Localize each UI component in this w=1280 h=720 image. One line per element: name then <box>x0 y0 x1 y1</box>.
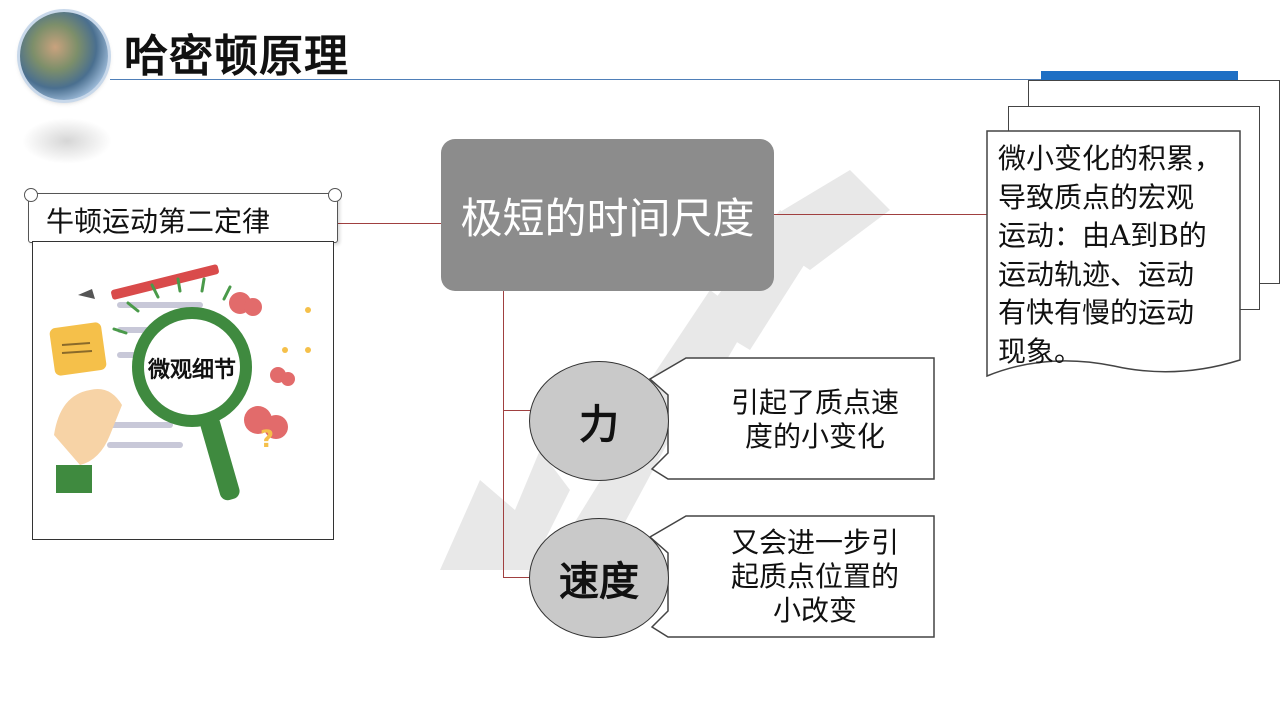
right-explanation: 微小变化的积累， 导致质点的宏观 运动：由A到B的 运动轨迹、运动 有快有慢的运… <box>998 142 1223 368</box>
svg-text:?: ? <box>260 425 274 453</box>
callout-2-text: 又会进一步引 起质点位置的 小改变 <box>730 526 899 627</box>
header-accent-bar <box>1041 71 1238 80</box>
connector-left <box>336 223 441 224</box>
logo-icon <box>20 12 108 100</box>
scroll-curl-right <box>328 188 342 202</box>
connector-right <box>774 214 988 215</box>
logo-shadow <box>22 118 112 164</box>
callout-1-badge: 力 <box>529 361 669 481</box>
scroll-banner <box>28 193 338 243</box>
banner-label: 牛顿运动第二定律 <box>46 205 271 238</box>
callout-2-badge: 速度 <box>529 518 669 638</box>
callout-1-shape <box>648 357 935 480</box>
magnifying-glass-illustration-icon: ? 微观细节 <box>49 264 311 501</box>
center-concept-box <box>441 139 774 291</box>
header-divider <box>110 79 1238 80</box>
paper-front <box>986 130 1241 378</box>
connector-branch-1 <box>503 410 531 411</box>
connector-vertical <box>503 291 504 578</box>
center-concept-label: 极短的时间尺度 <box>460 193 755 243</box>
callout-2-shape <box>648 515 935 638</box>
scroll-curl-left <box>24 188 38 202</box>
callout-1-text: 引起了质点速 度的小变化 <box>730 386 899 453</box>
connector-branch-2 <box>503 577 531 578</box>
page-title: 哈密顿原理 <box>124 31 349 82</box>
illustration-label: 微观细节 <box>147 357 236 383</box>
